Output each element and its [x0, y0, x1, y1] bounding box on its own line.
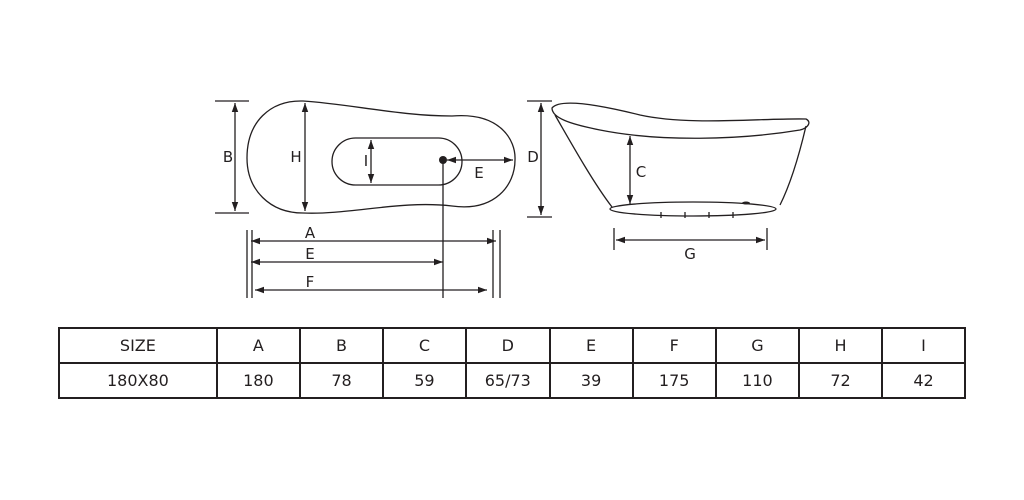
- table-header-row: SIZE A B C D E F G H I: [58, 327, 967, 364]
- label-B: B: [223, 148, 233, 166]
- header-cell: B: [299, 327, 384, 364]
- header-cell: SIZE: [58, 327, 218, 364]
- cell: 39: [548, 362, 634, 399]
- cell: 72: [798, 362, 883, 399]
- cell: 65/73: [464, 362, 551, 399]
- label-E-drain: E: [474, 164, 483, 182]
- top-view-outline: [246, 100, 516, 214]
- cell: 42: [880, 362, 967, 399]
- side-view-base: [609, 201, 777, 217]
- cell: 180: [215, 362, 302, 399]
- header-cell: I: [880, 327, 967, 364]
- label-I: I: [364, 152, 368, 170]
- cell: 78: [299, 362, 384, 399]
- header-cell: H: [798, 327, 883, 364]
- cell: 180X80: [58, 362, 218, 399]
- header-cell: E: [548, 327, 634, 364]
- label-F: F: [306, 273, 315, 291]
- header-cell: D: [464, 327, 551, 364]
- label-E: E: [305, 245, 314, 263]
- cell: 175: [631, 362, 717, 399]
- label-H: H: [290, 148, 301, 166]
- table-row: 180X80 180 78 59 65/73 39 175 110 72 42: [58, 362, 967, 399]
- header-cell: C: [381, 327, 467, 364]
- label-G: G: [684, 245, 696, 263]
- label-D: D: [527, 148, 539, 166]
- label-A: A: [305, 224, 316, 242]
- drain-point: [439, 156, 447, 164]
- label-C: C: [636, 163, 646, 181]
- cell: 59: [381, 362, 467, 399]
- side-view-rim: [551, 102, 810, 139]
- header-cell: A: [215, 327, 302, 364]
- header-cell: F: [631, 327, 717, 364]
- cell: 110: [714, 362, 801, 399]
- header-cell: G: [714, 327, 801, 364]
- dimensions-table: SIZE A B C D E F G H I 180X80 180 78 59 …: [58, 327, 967, 399]
